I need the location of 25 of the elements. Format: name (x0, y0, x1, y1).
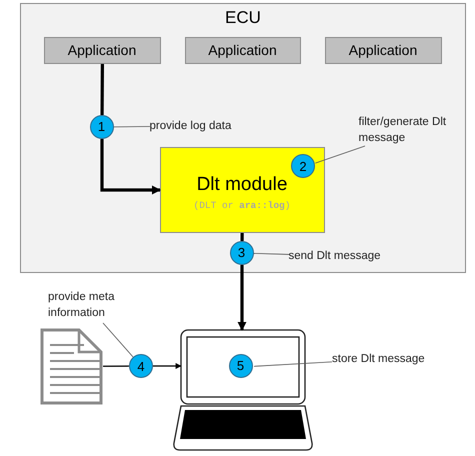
leader-line (114, 126, 150, 128)
module-subtitle: (DLT or ara::log) (192, 200, 292, 210)
leader-line (102, 322, 134, 358)
annotation-text: provide meta information (48, 289, 128, 323)
ecu-panel (20, 3, 466, 273)
module-title: Dlt module (196, 174, 288, 196)
annotation-text: filter/generate Dlt message (358, 114, 464, 146)
application-box: Application (324, 36, 442, 64)
application-box: Application (184, 36, 300, 64)
application-box: Application (44, 36, 160, 64)
annotation-text: provide log data (150, 118, 254, 134)
module-box (160, 146, 324, 232)
leader-line (254, 361, 332, 367)
step-marker: 2 (291, 154, 315, 178)
leader-line (254, 252, 290, 255)
step-marker: 1 (90, 114, 114, 138)
panel-title: ECU (224, 8, 262, 28)
arrow (238, 265, 246, 331)
annotation-text: send Dlt message (288, 248, 388, 264)
arrow (153, 363, 182, 369)
step-marker: 3 (230, 240, 254, 264)
arrow (100, 139, 161, 194)
leader-line (314, 146, 366, 164)
annotation-text: store Dlt message (332, 351, 432, 367)
step-marker: 4 (129, 354, 153, 378)
